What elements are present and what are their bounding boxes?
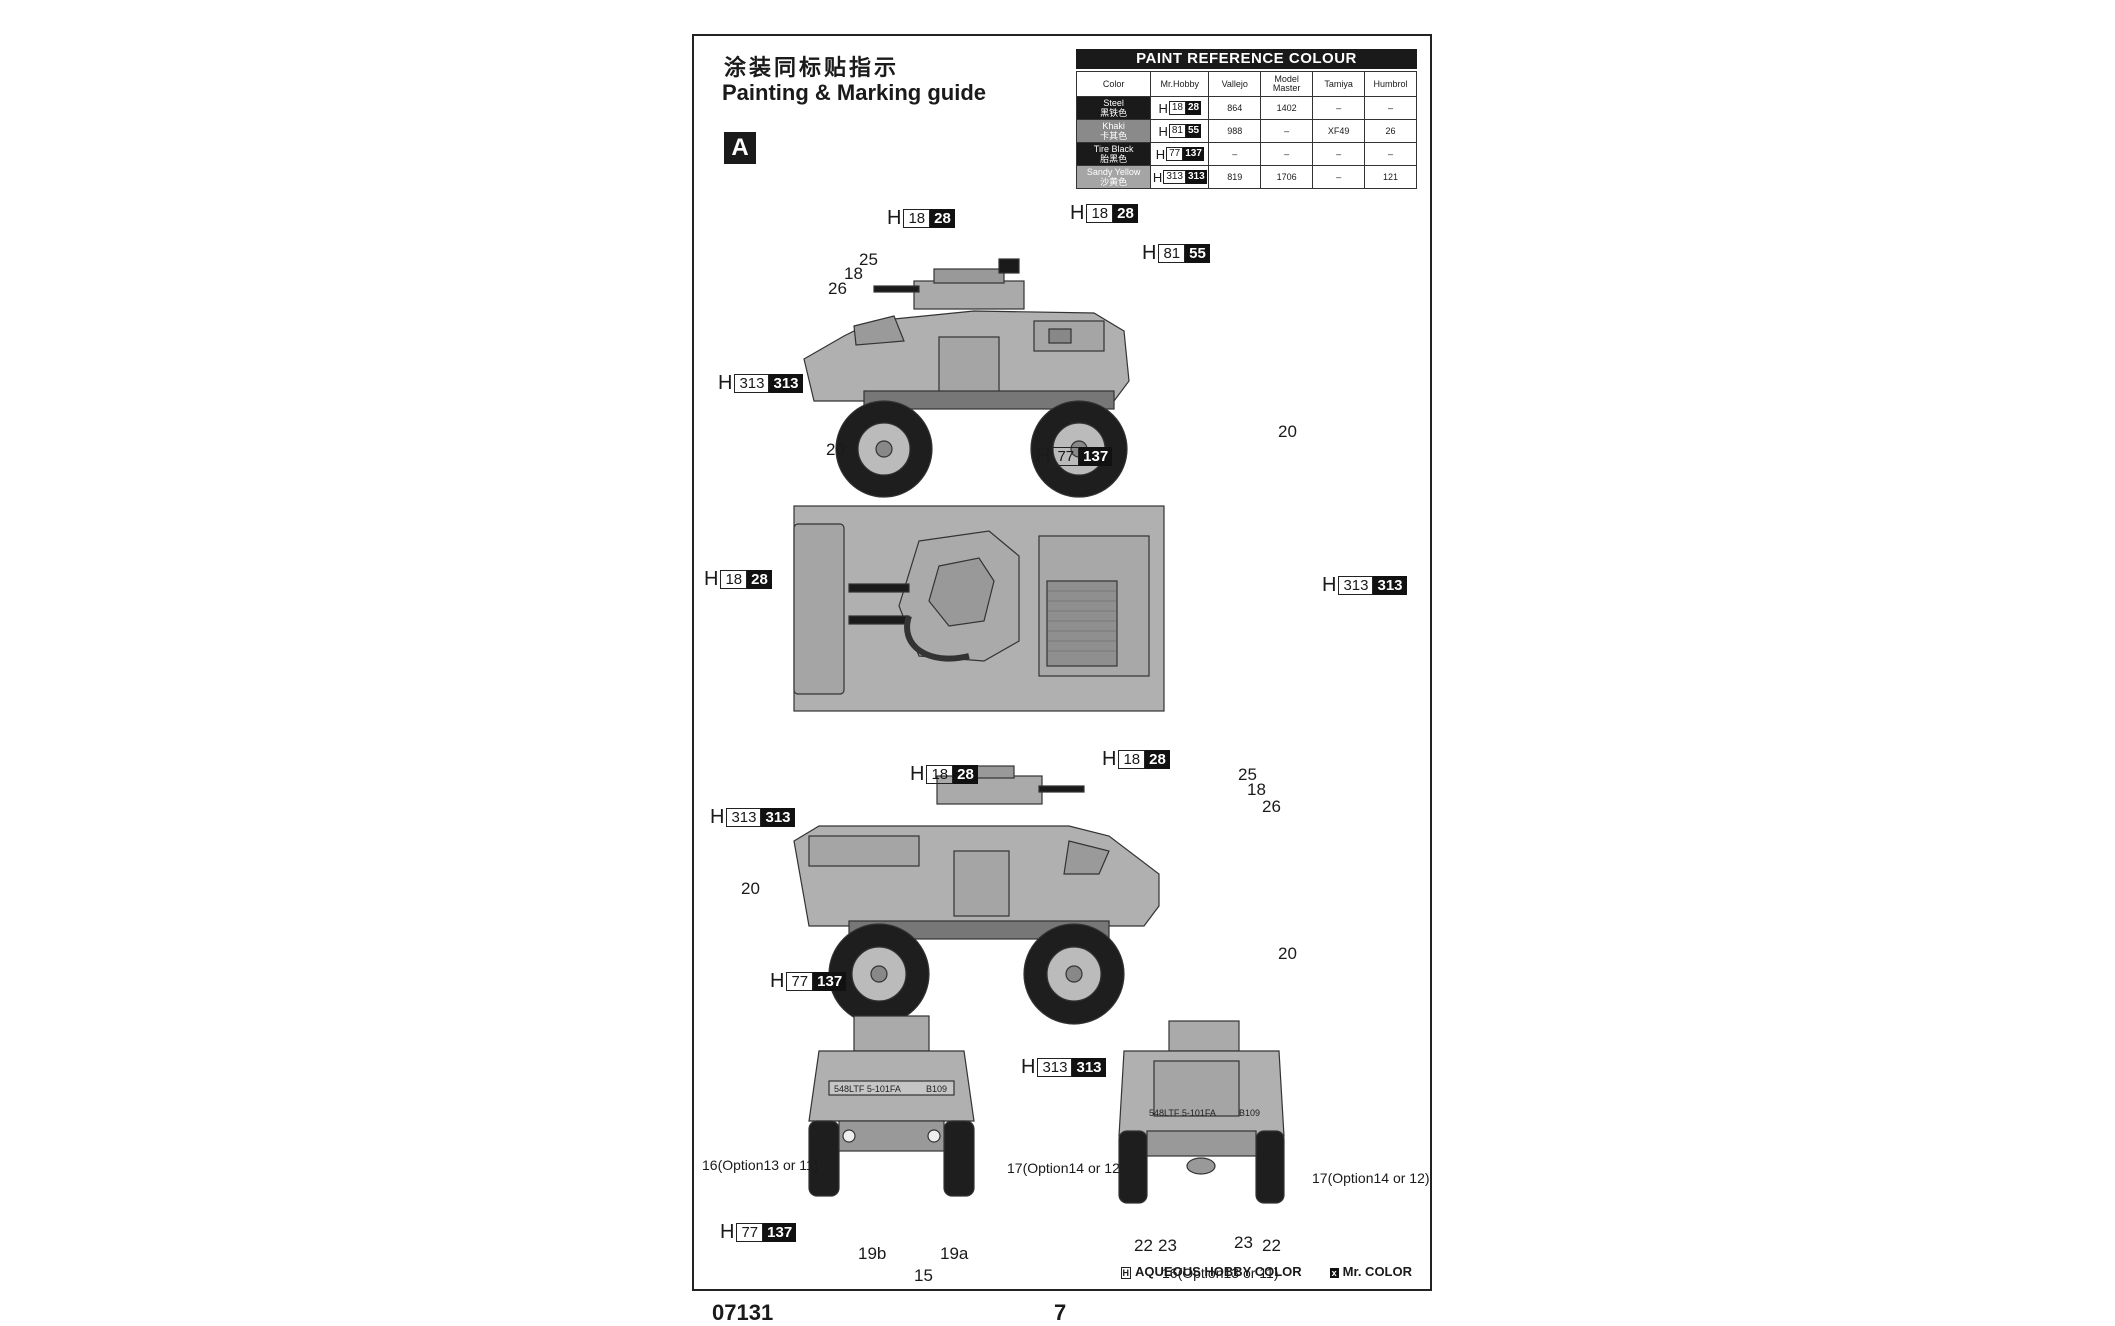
decal-number: 20 [826, 440, 845, 459]
scheme-label: A [724, 132, 756, 164]
vehicle-right-side-view [793, 765, 1160, 1025]
front-plate-number: B109 [926, 1084, 947, 1094]
title-chinese: 涂装同标贴指示 [724, 56, 900, 81]
left-tire [1118, 1130, 1148, 1204]
decal-number: 26 [1262, 797, 1281, 816]
decal-number: 17(Option14 or 12) [1007, 1160, 1125, 1176]
turret [1168, 1020, 1240, 1052]
gun-barrel [873, 285, 920, 293]
col-tamiya: Tamiya [1312, 71, 1366, 97]
decal-number: 18 [844, 264, 863, 283]
product-code: 07131 [712, 1300, 774, 1325]
decal-number: 19a [940, 1244, 969, 1263]
decal-number: 20 [1278, 422, 1297, 441]
left-tire [808, 1120, 840, 1197]
decal-number: 16(Option13 or 11) [702, 1157, 819, 1173]
vehicle-top-view [793, 505, 1165, 712]
col-vallejo: Vallejo [1208, 71, 1262, 97]
front-plate: 548LTF 5-101FA [834, 1084, 901, 1094]
gun-barrel [1038, 785, 1085, 793]
decal-number: 23 [1158, 1236, 1177, 1255]
table-header-row: Color Mr.Hobby Vallejo Model Master Tami… [1075, 71, 1417, 97]
decal-number: 20 [741, 879, 760, 898]
vehicle-rear-view: 548LTF 5-101FA B109 [1118, 1020, 1285, 1204]
paint-reference-table: PAINT REFERENCE COLOUR Color Mr.Hobby Va… [1075, 49, 1417, 189]
decal-number: 25 [1238, 765, 1257, 784]
decal-number: 15 [914, 1266, 933, 1285]
decal-number: 25 [859, 250, 878, 269]
page-number: 7 [1054, 1300, 1067, 1325]
decal-number: 20 [1278, 944, 1297, 963]
title-english: Painting & Marking guide [722, 80, 987, 105]
decal-number: 26 [828, 279, 847, 298]
col-humbrol: Humbrol [1364, 71, 1417, 97]
paint-reference-title: PAINT REFERENCE COLOUR [1076, 49, 1417, 69]
rear-plate: 548LTF 5-101FA [1149, 1108, 1216, 1118]
decal-number: 22 [1262, 1236, 1281, 1255]
turret [913, 280, 1025, 310]
turret [853, 1015, 930, 1052]
rear-plate-number: B109 [1239, 1108, 1260, 1118]
vehicle-left-side-view [803, 258, 1130, 498]
decal-number: 23 [1234, 1233, 1253, 1252]
decal-number: 22 [1134, 1236, 1153, 1255]
col-color: Color [1075, 71, 1152, 97]
instruction-page: 涂装同标贴指示 Painting & Marking guide A PAINT… [692, 34, 1432, 1291]
right-tire [1255, 1130, 1285, 1204]
decal-number: 18 [1247, 780, 1266, 799]
vehicle-front-view: 548LTF 5-101FA B109 [808, 1015, 975, 1197]
decal-number: 16(Option13 or 11) [1162, 1265, 1279, 1281]
right-tire [943, 1120, 975, 1197]
decal-number: 17(Option14 or 12) [1312, 1170, 1430, 1186]
col-mrhobby: Mr.Hobby [1150, 71, 1210, 97]
col-modelmaster: Model Master [1260, 71, 1314, 97]
decal-number: 19b [858, 1244, 887, 1263]
